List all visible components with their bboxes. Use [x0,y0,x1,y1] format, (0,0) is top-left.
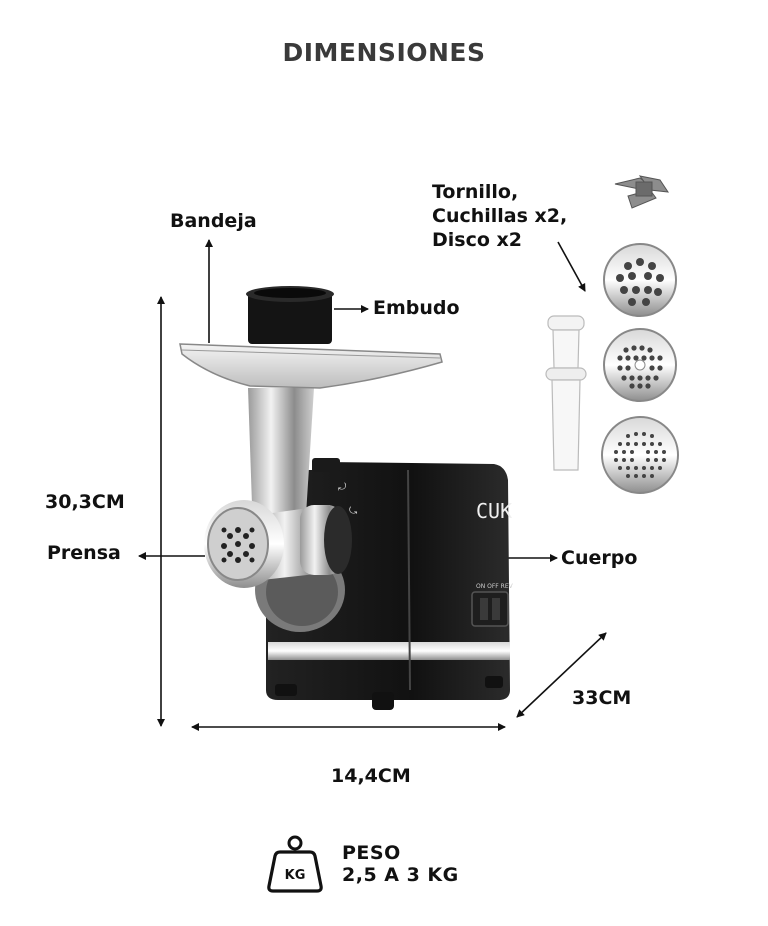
accessories-line-1: Tornillo, [432,181,519,203]
plunger-icon [545,315,587,471]
weight-value: 2,5 A 3 KG [342,864,459,886]
weight-text: PESO 2,5 A 3 KG [342,842,459,886]
dimension-height: 30,3CM [45,491,125,513]
label-cuerpo: Cuerpo [561,547,638,569]
accessories-illustration [545,175,679,494]
label-bandeja: Bandeja [170,210,257,232]
dimension-width: 14,4CM [331,765,411,787]
accessories-label: Tornillo, Cuchillas x2, Disco x2 [432,180,567,252]
svg-text:⤾: ⤾ [338,482,347,493]
grinder-head [204,388,352,588]
tray-part [179,343,443,389]
label-embudo: Embudo [373,297,460,319]
accessories-line-2: Cuchillas x2, [432,205,568,227]
label-prensa: Prensa [47,542,121,564]
funnel-part [246,286,334,344]
svg-text:⤿: ⤿ [349,506,358,517]
dimension-depth: 33CM [572,687,632,709]
disc-medium-icon [603,328,677,402]
grinder-disc-holes [221,527,255,563]
weight-icon-label: KG [285,868,306,883]
blade-icon [614,175,670,209]
disc-coarse-icon [603,243,677,317]
accessories-line-3: Disco x2 [432,229,522,251]
brand-logo: CUK [476,499,512,523]
disc-fine-icon [601,416,679,494]
dimension-arrows [138,239,607,731]
weight-block: KG PESO 2,5 A 3 KG [266,834,459,894]
page-title: DIMENSIONES [282,38,486,67]
weight-label: PESO [342,842,401,864]
depth-arrow [516,632,607,718]
svg-text:ON OFF REV: ON OFF REV [476,583,514,590]
weight-icon: KG [267,835,323,893]
accessories-arrow [557,241,586,292]
